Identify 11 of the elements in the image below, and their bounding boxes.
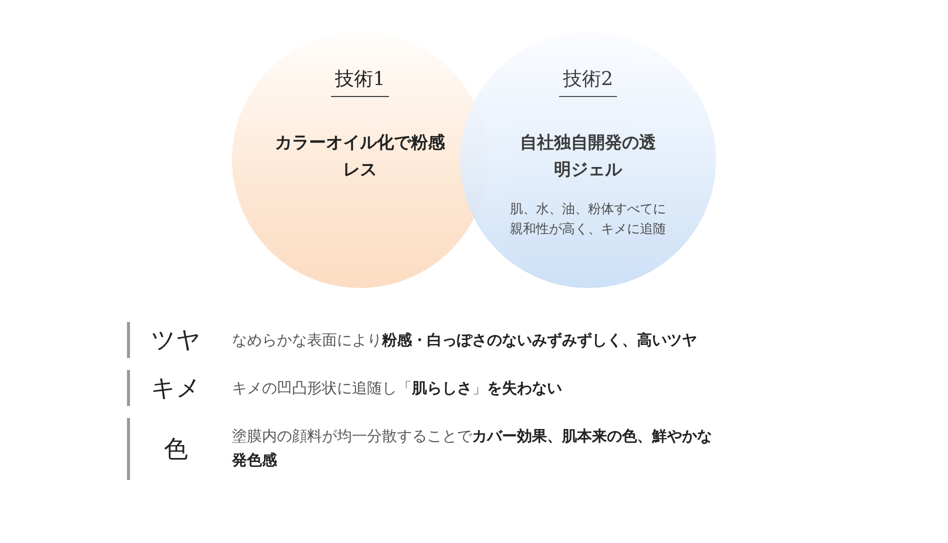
description-text: キメの凹凸形状に追随し「肌らしさ」を失わない xyxy=(232,378,563,399)
circle-title: 自社独自開発の透明ジェル xyxy=(519,132,657,182)
description-text: なめらかな表面により粉感・白っぽさのないみずみずしく、高いツヤ xyxy=(232,330,698,351)
row-heading: ツヤ xyxy=(150,325,202,356)
circle-note: 肌、水、油、粉体すべてに親和性が高く、キメに追随 xyxy=(510,201,666,239)
description-text: 塗膜内の顔料が均一分散することでカバー効果、肌本来の色、鮮やかな発色感 xyxy=(232,426,712,471)
circle-title: カラーオイル化で粉感レス xyxy=(274,132,446,182)
circle-heading: 技術1 xyxy=(330,66,390,97)
row-heading: 色 xyxy=(163,434,189,465)
circle-heading: 技術2 xyxy=(558,66,618,97)
row-heading: キメ xyxy=(150,373,202,404)
